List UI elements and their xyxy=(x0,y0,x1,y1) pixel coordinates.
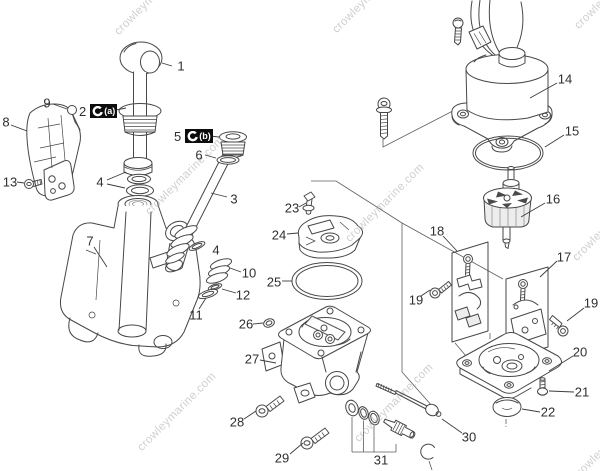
callout-1: 1 xyxy=(177,58,185,74)
callout-30: 30 xyxy=(461,429,477,445)
callout-25: 25 xyxy=(266,274,282,290)
part-19-screw-right xyxy=(549,315,569,337)
part-26-small-oring xyxy=(263,318,275,328)
callout-13: 13 xyxy=(2,174,18,190)
part-6-oring xyxy=(216,155,240,165)
special-tool-badge-a: (a) xyxy=(90,104,118,118)
part-27-valve-body xyxy=(261,305,371,404)
special-tool-callout-a: 2 (a) xyxy=(79,103,118,119)
open-end-wrench-icon xyxy=(187,130,199,141)
badge-note-b: (b) xyxy=(199,130,211,141)
special-tool-callout-b: 5 (b) xyxy=(174,129,213,143)
part-8-mount-bracket xyxy=(26,103,81,201)
callout-8: 8 xyxy=(2,114,10,130)
badge-note-a: (a) xyxy=(104,105,116,116)
callout-3: 3 xyxy=(230,191,238,207)
motor-mount-bolt xyxy=(376,97,392,140)
callout-7: 7 xyxy=(86,233,94,249)
part-14-motor xyxy=(451,47,553,153)
part-28-bolt xyxy=(255,395,285,418)
part-19-screw-left xyxy=(429,281,452,299)
callout-9: 9 xyxy=(43,95,51,111)
part-31-release-valve-set xyxy=(345,399,435,471)
part-24-pump-plate xyxy=(297,215,364,259)
callout-29: 29 xyxy=(274,450,290,466)
callout-20: 20 xyxy=(572,344,588,360)
part-13-bolt xyxy=(24,179,43,189)
part-23-valve-fitting xyxy=(302,191,316,215)
part-21-bolt xyxy=(537,377,548,396)
callout-11: 11 xyxy=(189,307,203,323)
callout-4: 4 xyxy=(96,174,104,190)
callout-19: 19 xyxy=(408,292,424,308)
part-1-piston-rod-eye xyxy=(119,41,163,164)
part-18-brush-holder-set xyxy=(451,241,489,343)
special-tool-badge-b: (b) xyxy=(185,129,213,143)
callout-14: 14 xyxy=(557,71,573,87)
callout-2: 2 xyxy=(79,103,87,119)
part-16-armature xyxy=(483,166,532,249)
part-30-shuttle-rod xyxy=(375,382,442,417)
part-10-spring-seat xyxy=(205,258,233,284)
callout-15: 15 xyxy=(564,123,580,139)
open-end-wrench-icon xyxy=(92,105,104,116)
callout-12: 12 xyxy=(235,287,251,303)
part-4-seal-stack-upper xyxy=(123,157,154,197)
callout-19: 19 xyxy=(583,295,599,311)
callout-22: 22 xyxy=(540,404,556,420)
callout-16: 16 xyxy=(545,191,561,207)
part-11-washer xyxy=(197,288,219,300)
part-5-end-screw xyxy=(219,131,247,158)
part-4-oring-lower xyxy=(188,241,206,251)
callout-24: 24 xyxy=(271,227,287,243)
callout-23: 23 xyxy=(284,200,300,216)
callout-28: 28 xyxy=(229,414,245,430)
part-22-rubber-cap xyxy=(492,397,522,417)
part-29-bolt xyxy=(300,427,330,450)
callout-17: 17 xyxy=(556,249,572,265)
part-9-bushing xyxy=(67,105,77,115)
callout-6: 6 xyxy=(195,147,203,163)
part-20-gear-pump-housing xyxy=(456,332,562,399)
motor-top-screw xyxy=(452,17,464,46)
callout-27: 27 xyxy=(244,351,260,367)
callout-31: 31 xyxy=(373,452,389,468)
callout-5: 5 xyxy=(174,128,182,144)
leader-lines xyxy=(10,62,585,455)
construction-lines xyxy=(311,97,524,427)
callout-10: 10 xyxy=(241,265,257,281)
callout-26: 26 xyxy=(238,316,254,332)
callout-4: 4 xyxy=(212,242,220,258)
callout-18: 18 xyxy=(429,223,445,239)
part-2-cylinder-end-screw xyxy=(118,103,162,136)
callout-21: 21 xyxy=(574,384,590,400)
